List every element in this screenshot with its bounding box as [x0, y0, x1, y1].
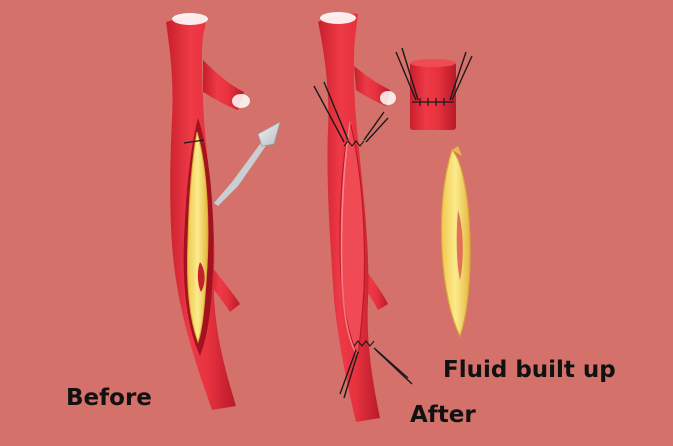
after-seam-left: [340, 121, 359, 357]
after-label: After: [410, 402, 476, 428]
before-plaque: [186, 131, 209, 344]
before-incision-mark: [183, 139, 205, 144]
after-sutures: [313, 81, 413, 399]
after-bottom-stitches: [353, 340, 375, 347]
after-upper-branch-end: [380, 91, 396, 105]
removed-plaque: [440, 146, 471, 338]
after-top-stitches: [343, 140, 365, 147]
before-label: Before: [66, 385, 152, 411]
after-top-opening: [320, 12, 356, 24]
before-top-opening: [172, 13, 208, 25]
after-artery: [318, 12, 396, 423]
suture-demo-segment: [395, 47, 473, 130]
spatula-instrument: [214, 121, 281, 206]
before-artery: [166, 13, 250, 411]
fluid-built-up-label: Fluid built up: [443, 357, 616, 383]
before-lower-branch: [208, 268, 240, 312]
before-upper-branch-end: [232, 94, 250, 108]
before-plaque-clot: [197, 262, 205, 292]
